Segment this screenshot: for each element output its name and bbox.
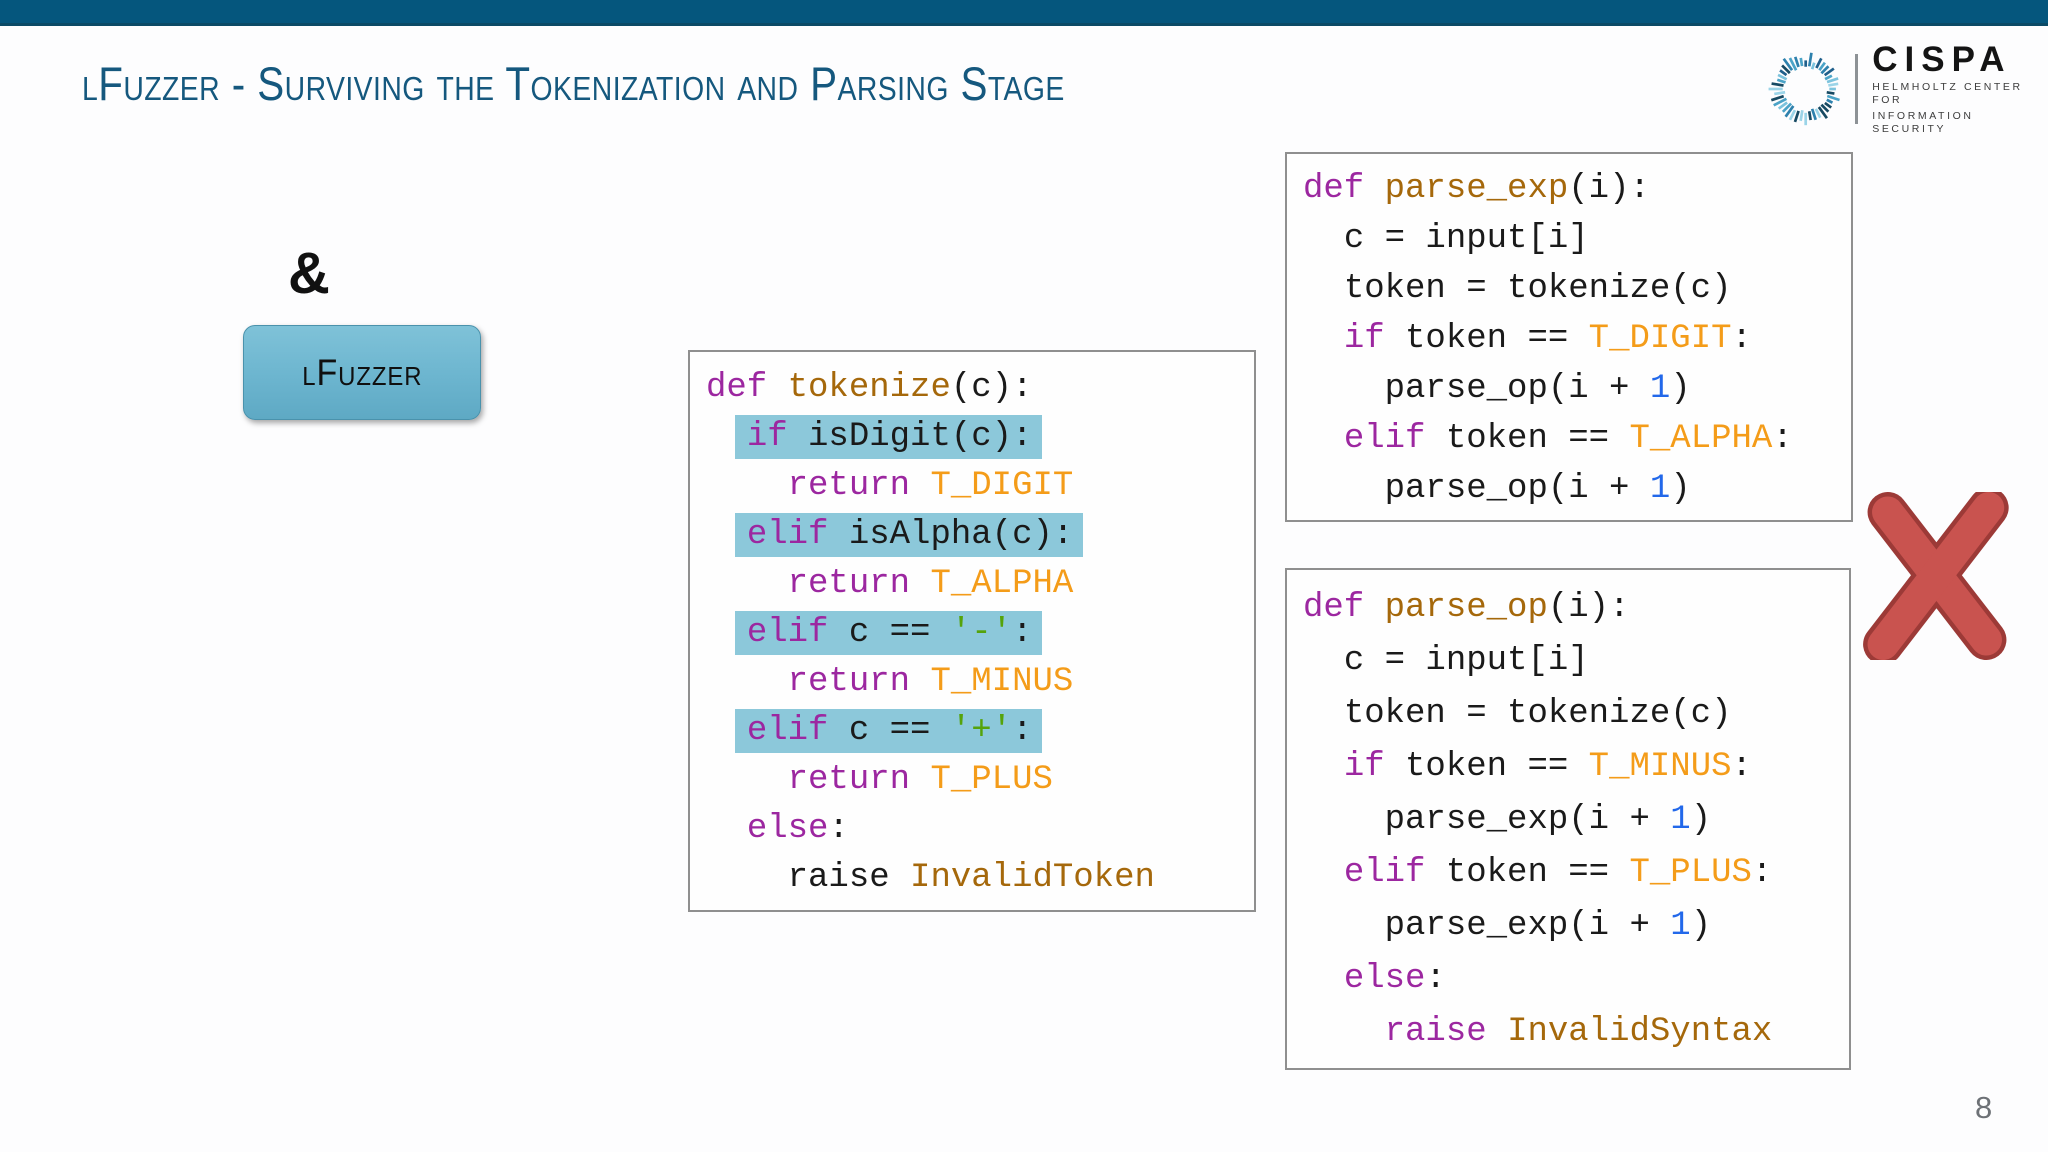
- code-line: return T_ALPHA: [787, 565, 1074, 603]
- code-line: else:: [1343, 960, 1446, 998]
- code-line: c = input[i]: [1343, 642, 1589, 680]
- code-line: elif token == T_PLUS:: [1343, 854, 1773, 892]
- code-line: parse_op(i + 1): [1384, 370, 1691, 408]
- code-line: elif isAlpha(c):: [706, 511, 1254, 560]
- cispa-ring-icon: [1768, 52, 1840, 126]
- code-line: parse_exp(i + 1): [1384, 801, 1712, 839]
- cispa-subtitle-line1: HELMHOLTZ CENTER FOR: [1872, 81, 2023, 106]
- code-line: elif token == T_ALPHA:: [1343, 420, 1793, 458]
- cispa-name: CISPA: [1872, 40, 2012, 79]
- rejected-x-icon: [1863, 492, 2009, 660]
- lfuzzer-box-label: lFuzzer: [301, 351, 423, 393]
- code-line: raise InvalidSyntax: [1384, 1013, 1773, 1051]
- code-line: parse_op(i + 1): [1384, 470, 1691, 508]
- page-title: lFuzzer - Surviving the Tokenization and…: [82, 57, 1065, 110]
- cispa-logo: CISPA HELMHOLTZ CENTER FOR INFORMATION S…: [1766, 42, 2048, 136]
- code-line: if token == T_DIGIT:: [1343, 320, 1752, 358]
- page-number: 8: [1975, 1090, 1993, 1125]
- code-line: if token == T_MINUS:: [1343, 748, 1752, 786]
- highlighted-code: elif c == '-':: [734, 611, 1043, 655]
- code-line: token = tokenize(c): [1343, 695, 1732, 733]
- code-line: token = tokenize(c): [1343, 270, 1732, 308]
- code-line: else:: [746, 810, 849, 848]
- cispa-subtitle-line2: INFORMATION SECURITY: [1872, 110, 1974, 135]
- code-line: def tokenize(c):: [706, 369, 1033, 407]
- code-line: if isDigit(c):: [706, 413, 1254, 462]
- code-line: return T_DIGIT: [787, 467, 1074, 505]
- logo-divider: [1855, 54, 1859, 124]
- highlighted-code: if isDigit(c):: [734, 415, 1043, 459]
- top-accent-bar: [0, 0, 2048, 26]
- code-block-parse-exp: def parse_exp(i): c = input[i] token = t…: [1285, 152, 1853, 522]
- code-line: def parse_exp(i):: [1303, 170, 1650, 208]
- code-line: c = input[i]: [1343, 220, 1589, 258]
- highlighted-code: elif isAlpha(c):: [734, 513, 1084, 557]
- code-block-parse-op: def parse_op(i): c = input[i] token = to…: [1285, 568, 1851, 1070]
- code-block-tokenize: def tokenize(c): if isDigit(c): return T…: [688, 350, 1256, 912]
- code-line: def parse_op(i):: [1303, 589, 1630, 627]
- highlighted-code: elif c == '+':: [734, 709, 1043, 753]
- ampersand-label: &: [288, 241, 330, 306]
- lfuzzer-box: lFuzzer: [243, 325, 481, 420]
- code-line: return T_PLUS: [787, 761, 1053, 799]
- code-line: elif c == '+':: [706, 707, 1254, 756]
- code-line: raise InvalidToken: [787, 859, 1155, 897]
- code-line: elif c == '-':: [706, 609, 1254, 658]
- code-line: return T_MINUS: [787, 663, 1074, 701]
- cispa-wordmark: CISPA HELMHOLTZ CENTER FOR INFORMATION S…: [1872, 42, 2048, 136]
- code-line: parse_exp(i + 1): [1384, 907, 1712, 945]
